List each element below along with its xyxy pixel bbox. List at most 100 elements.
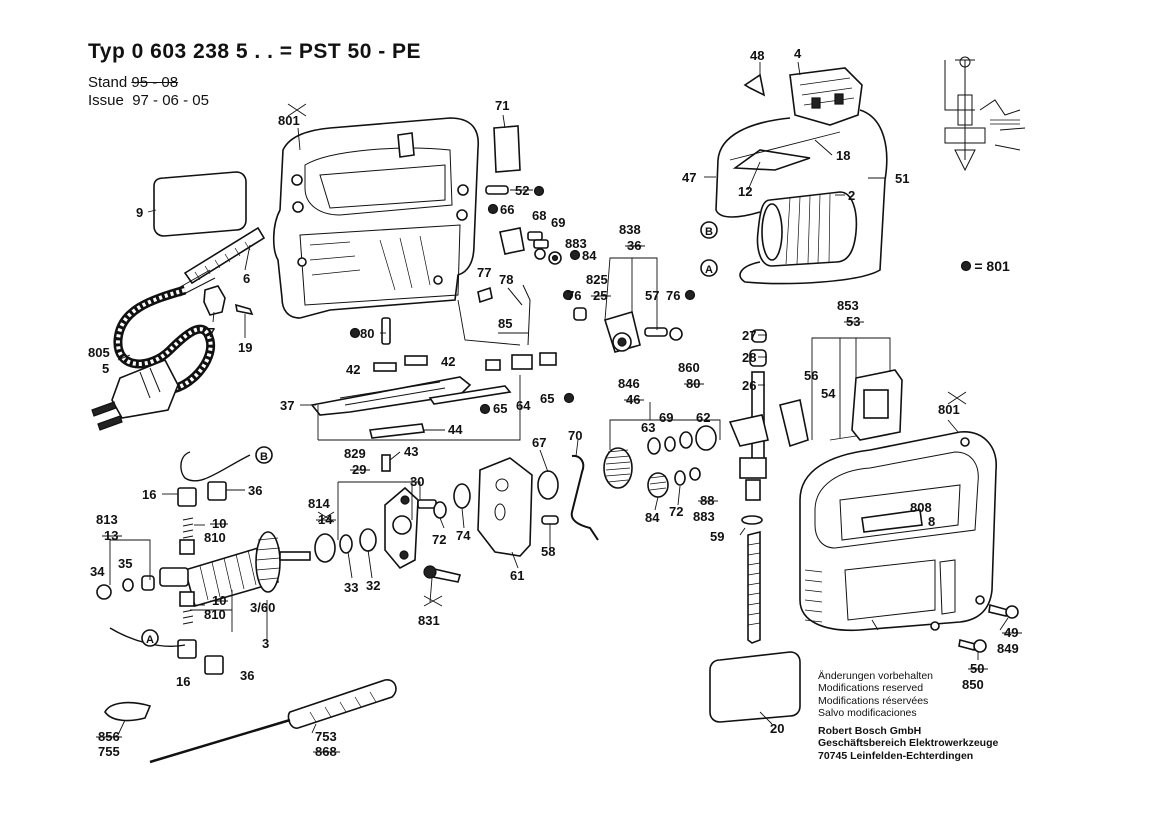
part-810-brush xyxy=(179,539,195,555)
label-A: A xyxy=(705,264,713,276)
note-line: Änderungen vorbehalten xyxy=(818,670,934,682)
label-853: 853 xyxy=(837,298,859,313)
label-860-old: 80 xyxy=(686,376,700,391)
label-67: 67 xyxy=(532,435,546,450)
part-34-nut xyxy=(96,584,112,600)
label-10-b: 10 xyxy=(212,593,226,608)
part-77-clip xyxy=(477,286,493,304)
label-19: 19 xyxy=(238,340,252,355)
part-16-brush-holder xyxy=(177,487,197,507)
issue-value: 97 - 06 - 05 xyxy=(132,92,209,109)
connector-b-marker xyxy=(700,221,718,239)
part-838-switch-assembly xyxy=(573,307,683,353)
label-A-2: A xyxy=(146,634,154,646)
label-883: 883 xyxy=(565,236,587,251)
label-755: 755 xyxy=(98,744,120,759)
part-65-block-a xyxy=(485,359,501,371)
label-69-b: 69 xyxy=(659,410,673,425)
label-838-old: 36 xyxy=(627,238,641,253)
part-52-pin xyxy=(485,185,509,195)
part-72-washer xyxy=(433,501,447,519)
label-30: 30 xyxy=(410,474,424,489)
label-801-b: 801 xyxy=(938,402,960,417)
label-6: 6 xyxy=(243,271,250,286)
part-753-screwdriver xyxy=(149,679,397,764)
stand-line: Stand 95 - 08 xyxy=(88,74,179,91)
part-42-pad-a xyxy=(373,362,397,372)
label-36-b: 36 xyxy=(240,668,254,683)
label-B: B xyxy=(705,226,713,238)
label-48: 48 xyxy=(750,48,764,63)
part-849-screw xyxy=(988,603,1010,617)
label-753: 753 xyxy=(315,729,337,744)
label-33: 33 xyxy=(344,580,358,595)
note-line: Salvo modificaciones xyxy=(818,707,917,720)
label-10: 10 xyxy=(212,516,226,531)
label-42-b: 42 xyxy=(441,354,455,369)
company-address: Robert Bosch GmbH Geschäftsbereich Elekt… xyxy=(818,725,998,762)
label-84-b: 84 xyxy=(645,510,660,525)
label-80: 80 xyxy=(360,326,374,341)
part-35-washer xyxy=(122,578,134,592)
label-64: 64 xyxy=(516,398,531,413)
label-65-b: 65 xyxy=(540,391,554,406)
label-829-old: 29 xyxy=(352,462,366,477)
label-63: 63 xyxy=(641,420,655,435)
label-810: 810 xyxy=(204,530,226,545)
part-12-plate xyxy=(732,149,811,171)
label-70: 70 xyxy=(568,428,582,443)
label-76: 76 xyxy=(567,288,581,303)
label-838: 838 xyxy=(619,222,641,237)
part-7-clamp xyxy=(203,285,226,316)
connector-a-marker-2 xyxy=(141,629,159,647)
label-62: 62 xyxy=(696,410,710,425)
part-19-screw xyxy=(235,303,254,316)
label-846-old: 46 xyxy=(626,392,640,407)
label-4: 4 xyxy=(794,46,802,61)
label-54: 54 xyxy=(821,386,836,401)
company-line: Geschäftsbereich Elektrowerkzeuge xyxy=(818,737,999,750)
label-47: 47 xyxy=(682,170,696,185)
label-37: 37 xyxy=(280,398,294,413)
part-48-lever xyxy=(743,73,766,97)
label-88: 88 xyxy=(700,493,714,508)
housing-right-half xyxy=(799,431,997,632)
label-56: 56 xyxy=(804,368,818,383)
part-66-bracket xyxy=(499,227,525,255)
label-51: 51 xyxy=(895,171,909,186)
part-70-lever xyxy=(570,454,599,541)
label-28: 28 xyxy=(742,350,756,365)
part-44-strip xyxy=(369,423,425,439)
wire-to-b xyxy=(180,451,251,482)
label-16: 16 xyxy=(142,487,156,502)
label-71: 71 xyxy=(495,98,509,113)
label-868: 868 xyxy=(315,744,337,759)
part-37-rail xyxy=(428,385,512,405)
label-829: 829 xyxy=(344,446,366,461)
stand-value: 95 - 08 xyxy=(131,74,179,91)
part-65-block-b xyxy=(539,352,557,366)
label-5: 5 xyxy=(102,361,109,376)
part-850-screw xyxy=(958,639,976,651)
label-42: 42 xyxy=(346,362,360,377)
modification-notes: Änderungen vorbehalten Modifications res… xyxy=(818,670,933,720)
power-cable-and-plug xyxy=(91,269,216,431)
label-825-old: 25 xyxy=(593,288,607,303)
label-72: 72 xyxy=(432,532,446,547)
label-3: 3 xyxy=(262,636,269,651)
label-849: 849 xyxy=(997,641,1019,656)
part-68-pin-b xyxy=(533,239,549,249)
part-755-key xyxy=(104,701,152,722)
strike-marks xyxy=(96,103,1022,753)
part-51-wire xyxy=(739,109,888,285)
label-36: 36 xyxy=(248,483,262,498)
part-71-plate xyxy=(493,125,521,173)
label-805: 805 xyxy=(88,345,110,360)
label-69: 69 xyxy=(551,215,565,230)
label-50: 50 xyxy=(970,661,984,676)
part-58-pin xyxy=(541,515,559,525)
note-line: Modifications reserved xyxy=(818,682,924,695)
label-44: 44 xyxy=(448,422,463,437)
label-814: 814 xyxy=(308,496,330,511)
